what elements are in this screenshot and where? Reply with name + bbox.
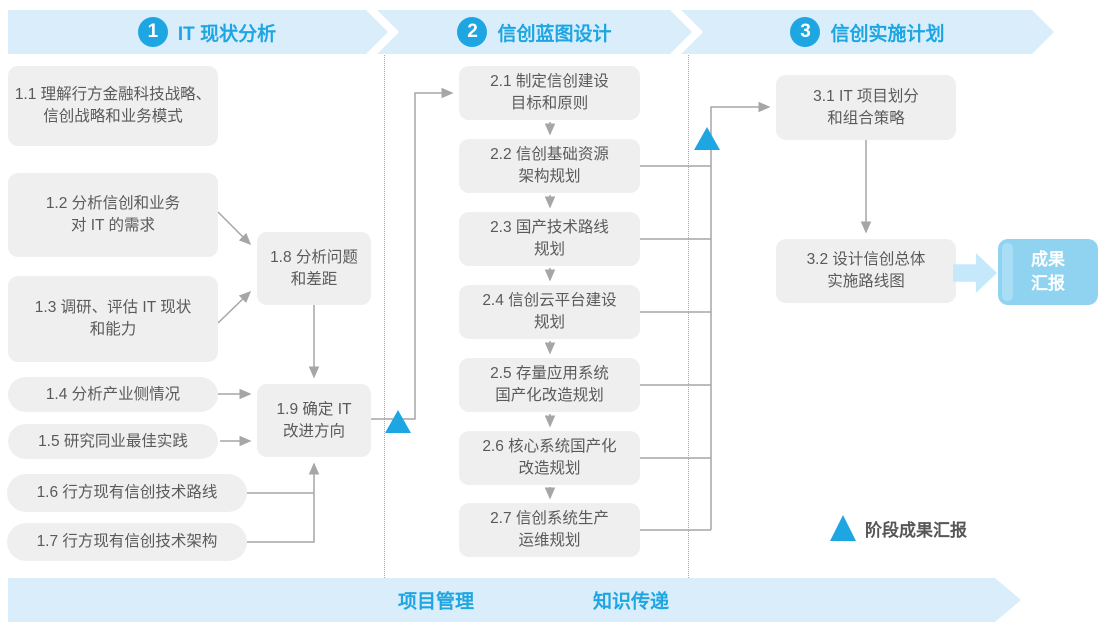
phase-divider-1 [384, 55, 385, 578]
step-box-2-3: 2.3 国产技术路线 规划 [459, 212, 640, 266]
step-box-2-5: 2.5 存量应用系统 国产化改造规划 [459, 358, 640, 412]
legend: 阶段成果汇报 [830, 515, 967, 541]
bottom-band: 项目管理 知识传递 [8, 578, 1021, 622]
result-report-label: 成果 汇报 [1031, 250, 1065, 293]
step-box-3-2: 3.2 设计信创总体 实施路线图 [776, 239, 956, 303]
step-box-1-9: 1.9 确定 IT 改进方向 [257, 384, 371, 457]
step-box-1-5: 1.5 研究同业最佳实践 [8, 424, 218, 459]
phase-2-number-badge: 2 [457, 17, 487, 47]
step-box-1-7: 1.7 行方现有信创技术架构 [7, 523, 247, 561]
result-report-box: 成果 汇报 [998, 239, 1098, 305]
legend-label: 阶段成果汇报 [865, 520, 967, 540]
phase-1-milestone-triangle-icon [385, 410, 411, 433]
phase-3-number-badge: 3 [790, 17, 820, 47]
phase-2-header: 2 信创蓝图设计 [377, 10, 692, 54]
step-box-1-8: 1.8 分析问题 和差距 [257, 232, 371, 305]
step-box-2-7: 2.7 信创系统生产 运维规划 [459, 503, 640, 557]
step-box-3-1: 3.1 IT 项目划分 和组合策略 [776, 75, 956, 140]
step-box-1-4: 1.4 分析产业侧情况 [8, 377, 218, 412]
phase-1-header: 1 IT 现状分析 [8, 10, 388, 54]
step-box-1-1: 1.1 理解行方金融科技战略、 信创战略和业务模式 [8, 66, 218, 146]
bottom-band-knowledge-transfer: 知识传递 [593, 591, 670, 613]
phase-2-milestone-triangle-icon [694, 127, 720, 150]
step-box-1-6: 1.6 行方现有信创技术路线 [7, 474, 247, 512]
step-box-2-6: 2.6 核心系统国产化 改造规划 [459, 431, 640, 485]
phase-2-title: 信创蓝图设计 [497, 23, 612, 45]
bottom-band-project-management: 项目管理 [398, 591, 475, 613]
step-box-2-4: 2.4 信创云平台建设 规划 [459, 285, 640, 339]
step-box-1-2: 1.2 分析信创和业务 对 IT 的需求 [8, 173, 218, 257]
phase-1-title: IT 现状分析 [177, 23, 277, 45]
phase-3-header: 3 信创实施计划 [681, 10, 1054, 54]
step-box-2-2: 2.2 信创基础资源 架构规划 [459, 139, 640, 193]
step-box-1-3: 1.3 调研、评估 IT 现状 和能力 [8, 276, 218, 362]
phase-divider-2 [688, 55, 689, 578]
step-box-2-1: 2.1 制定信创建设 目标和原则 [459, 66, 640, 120]
milestone-triangle-icon [830, 515, 856, 541]
result-arrow-icon [953, 253, 997, 293]
phase-3-title: 信创实施计划 [830, 23, 945, 45]
phase-1-number-badge: 1 [138, 17, 168, 47]
